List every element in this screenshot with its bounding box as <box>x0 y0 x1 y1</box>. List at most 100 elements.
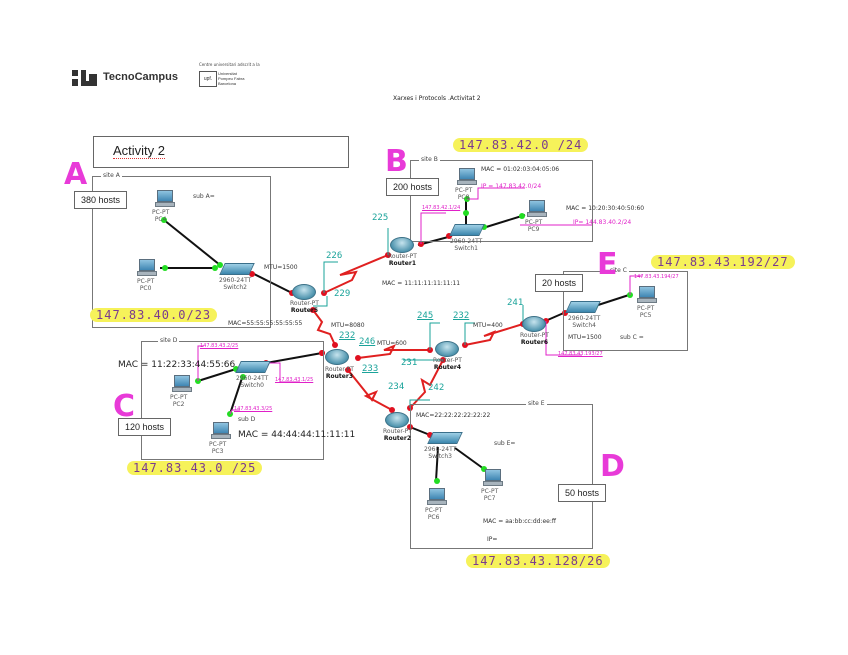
pc6-name: PC6 <box>427 514 440 521</box>
site-b-pc9-mac: MAC = 10:20:30:40:50:60 <box>566 205 645 212</box>
pc0-icon[interactable] <box>137 259 157 276</box>
site-d-network: 147.83.43.0 /25 <box>127 461 263 475</box>
router1-type: Router-PT <box>388 253 417 260</box>
router1-icon[interactable] <box>390 237 414 253</box>
iface-label: 229 <box>334 289 351 299</box>
switch2-icon[interactable] <box>219 263 255 275</box>
serial-router4-router2 <box>409 359 444 409</box>
router4-type: Router-PT <box>433 357 462 364</box>
activity-title: Activity 2 <box>113 143 166 159</box>
serial-router4-router6 <box>464 323 524 346</box>
switch3-icon[interactable] <box>427 432 463 444</box>
site-a-hosts: 380 hosts <box>74 191 128 209</box>
router1-mac: MAC = 11:11:11:11:11:11 <box>382 280 461 287</box>
switch4-icon[interactable] <box>565 301 601 313</box>
switch2-type: 2960-24TT <box>219 277 252 284</box>
router2-type: Router-PT <box>383 428 412 435</box>
router2-icon[interactable] <box>385 412 409 428</box>
serial-router5-router3 <box>312 309 336 346</box>
pc7-icon[interactable] <box>483 469 503 486</box>
site-e-ip: IP= <box>487 536 498 543</box>
router2-name: Router2 <box>383 435 412 442</box>
link-switch0-pc3 <box>229 374 244 415</box>
pc4-type: PC-PT <box>152 209 170 216</box>
activity-title-box: Activity 2 <box>93 136 349 168</box>
site-e-network: 147.83.43.128/26 <box>466 554 610 568</box>
iface-label: 225 <box>372 213 389 223</box>
letter-c: C <box>113 389 136 424</box>
iface-label: 242 <box>428 383 445 393</box>
site-c-hosts: 20 hosts <box>535 274 584 292</box>
site-b-pc-ip: IP = 147.83.42.0/24 <box>481 183 541 190</box>
router3-type: Router-PT <box>325 366 354 373</box>
switch1-icon[interactable] <box>449 224 485 236</box>
pc5-icon[interactable] <box>637 286 657 303</box>
upf-badge: upf. <box>199 71 217 87</box>
pc4-icon[interactable] <box>155 190 175 207</box>
pc6-type: PC-PT <box>425 507 443 514</box>
letter-d: D <box>600 449 625 484</box>
router3-name: Router3 <box>325 373 354 380</box>
switch3-type: 2960-24TT <box>424 446 457 453</box>
site-a-title: site A <box>101 172 122 179</box>
site-c-mtu: MTU=1500 <box>568 334 602 341</box>
mtu-r5-switch: MTU=1500 <box>264 264 298 271</box>
upf-line: Universitat <box>218 71 237 76</box>
router5-mac: MAC=55:55:55:55:55:55 <box>228 320 303 327</box>
iface-label: 246 <box>359 337 376 347</box>
site-d-sub: sub D <box>238 416 256 423</box>
pc3-ip-note: 147.83.43.3/25 <box>234 406 273 412</box>
link-pc2-switch0 <box>197 368 237 382</box>
router6-icon[interactable] <box>522 316 546 332</box>
letter-b: B <box>385 144 408 179</box>
pc8-icon[interactable] <box>457 168 477 185</box>
upf-line: Barcelona <box>218 81 237 86</box>
site-b-pc-mac: MAC = 01:02:03:04:05:06 <box>481 166 560 173</box>
link-switch2-router5 <box>249 271 295 295</box>
site-d-hosts: 120 hosts <box>118 418 172 436</box>
site-a-area: site A <box>92 172 271 328</box>
router4-icon[interactable] <box>435 341 459 357</box>
switch1-name: Switch1 <box>454 245 478 252</box>
router5-name: Router5 <box>290 307 319 314</box>
pc9-icon[interactable] <box>527 200 547 217</box>
switch0-icon[interactable] <box>235 361 271 373</box>
pc2-icon[interactable] <box>172 375 192 392</box>
router5-icon[interactable] <box>292 284 316 300</box>
link-switch0-router3 <box>265 352 323 364</box>
switch0-name: Switch0 <box>240 382 264 389</box>
router4-name: Router4 <box>433 364 462 371</box>
router6-ip-note: 147.83.43.193/27 <box>558 351 603 357</box>
pc0-name: PC0 <box>139 285 152 292</box>
site-c-network: 147.83.43.192/27 <box>651 255 795 269</box>
iface-label: 226 <box>326 251 343 261</box>
site-a-network: 147.83.40.0/23 <box>90 308 218 322</box>
router6-name: Router6 <box>520 339 549 346</box>
upf-line: Pompeu Fabra <box>218 76 245 81</box>
pc3-icon[interactable] <box>211 422 231 439</box>
mtu-r4-r6: MTU=400 <box>473 322 503 329</box>
pc6-icon[interactable] <box>427 488 447 505</box>
pc2-type: PC-PT <box>170 394 188 401</box>
iface-label: 234 <box>388 382 405 392</box>
router3-icon[interactable] <box>325 349 349 365</box>
pc8-type: PC-PT <box>455 187 473 194</box>
letter-a: A <box>64 157 88 192</box>
upf-name: Universitat Pompeu Fabra Barcelona <box>218 71 244 86</box>
pc5-type: PC-PT <box>637 305 655 312</box>
pc7-name: PC7 <box>483 495 496 502</box>
